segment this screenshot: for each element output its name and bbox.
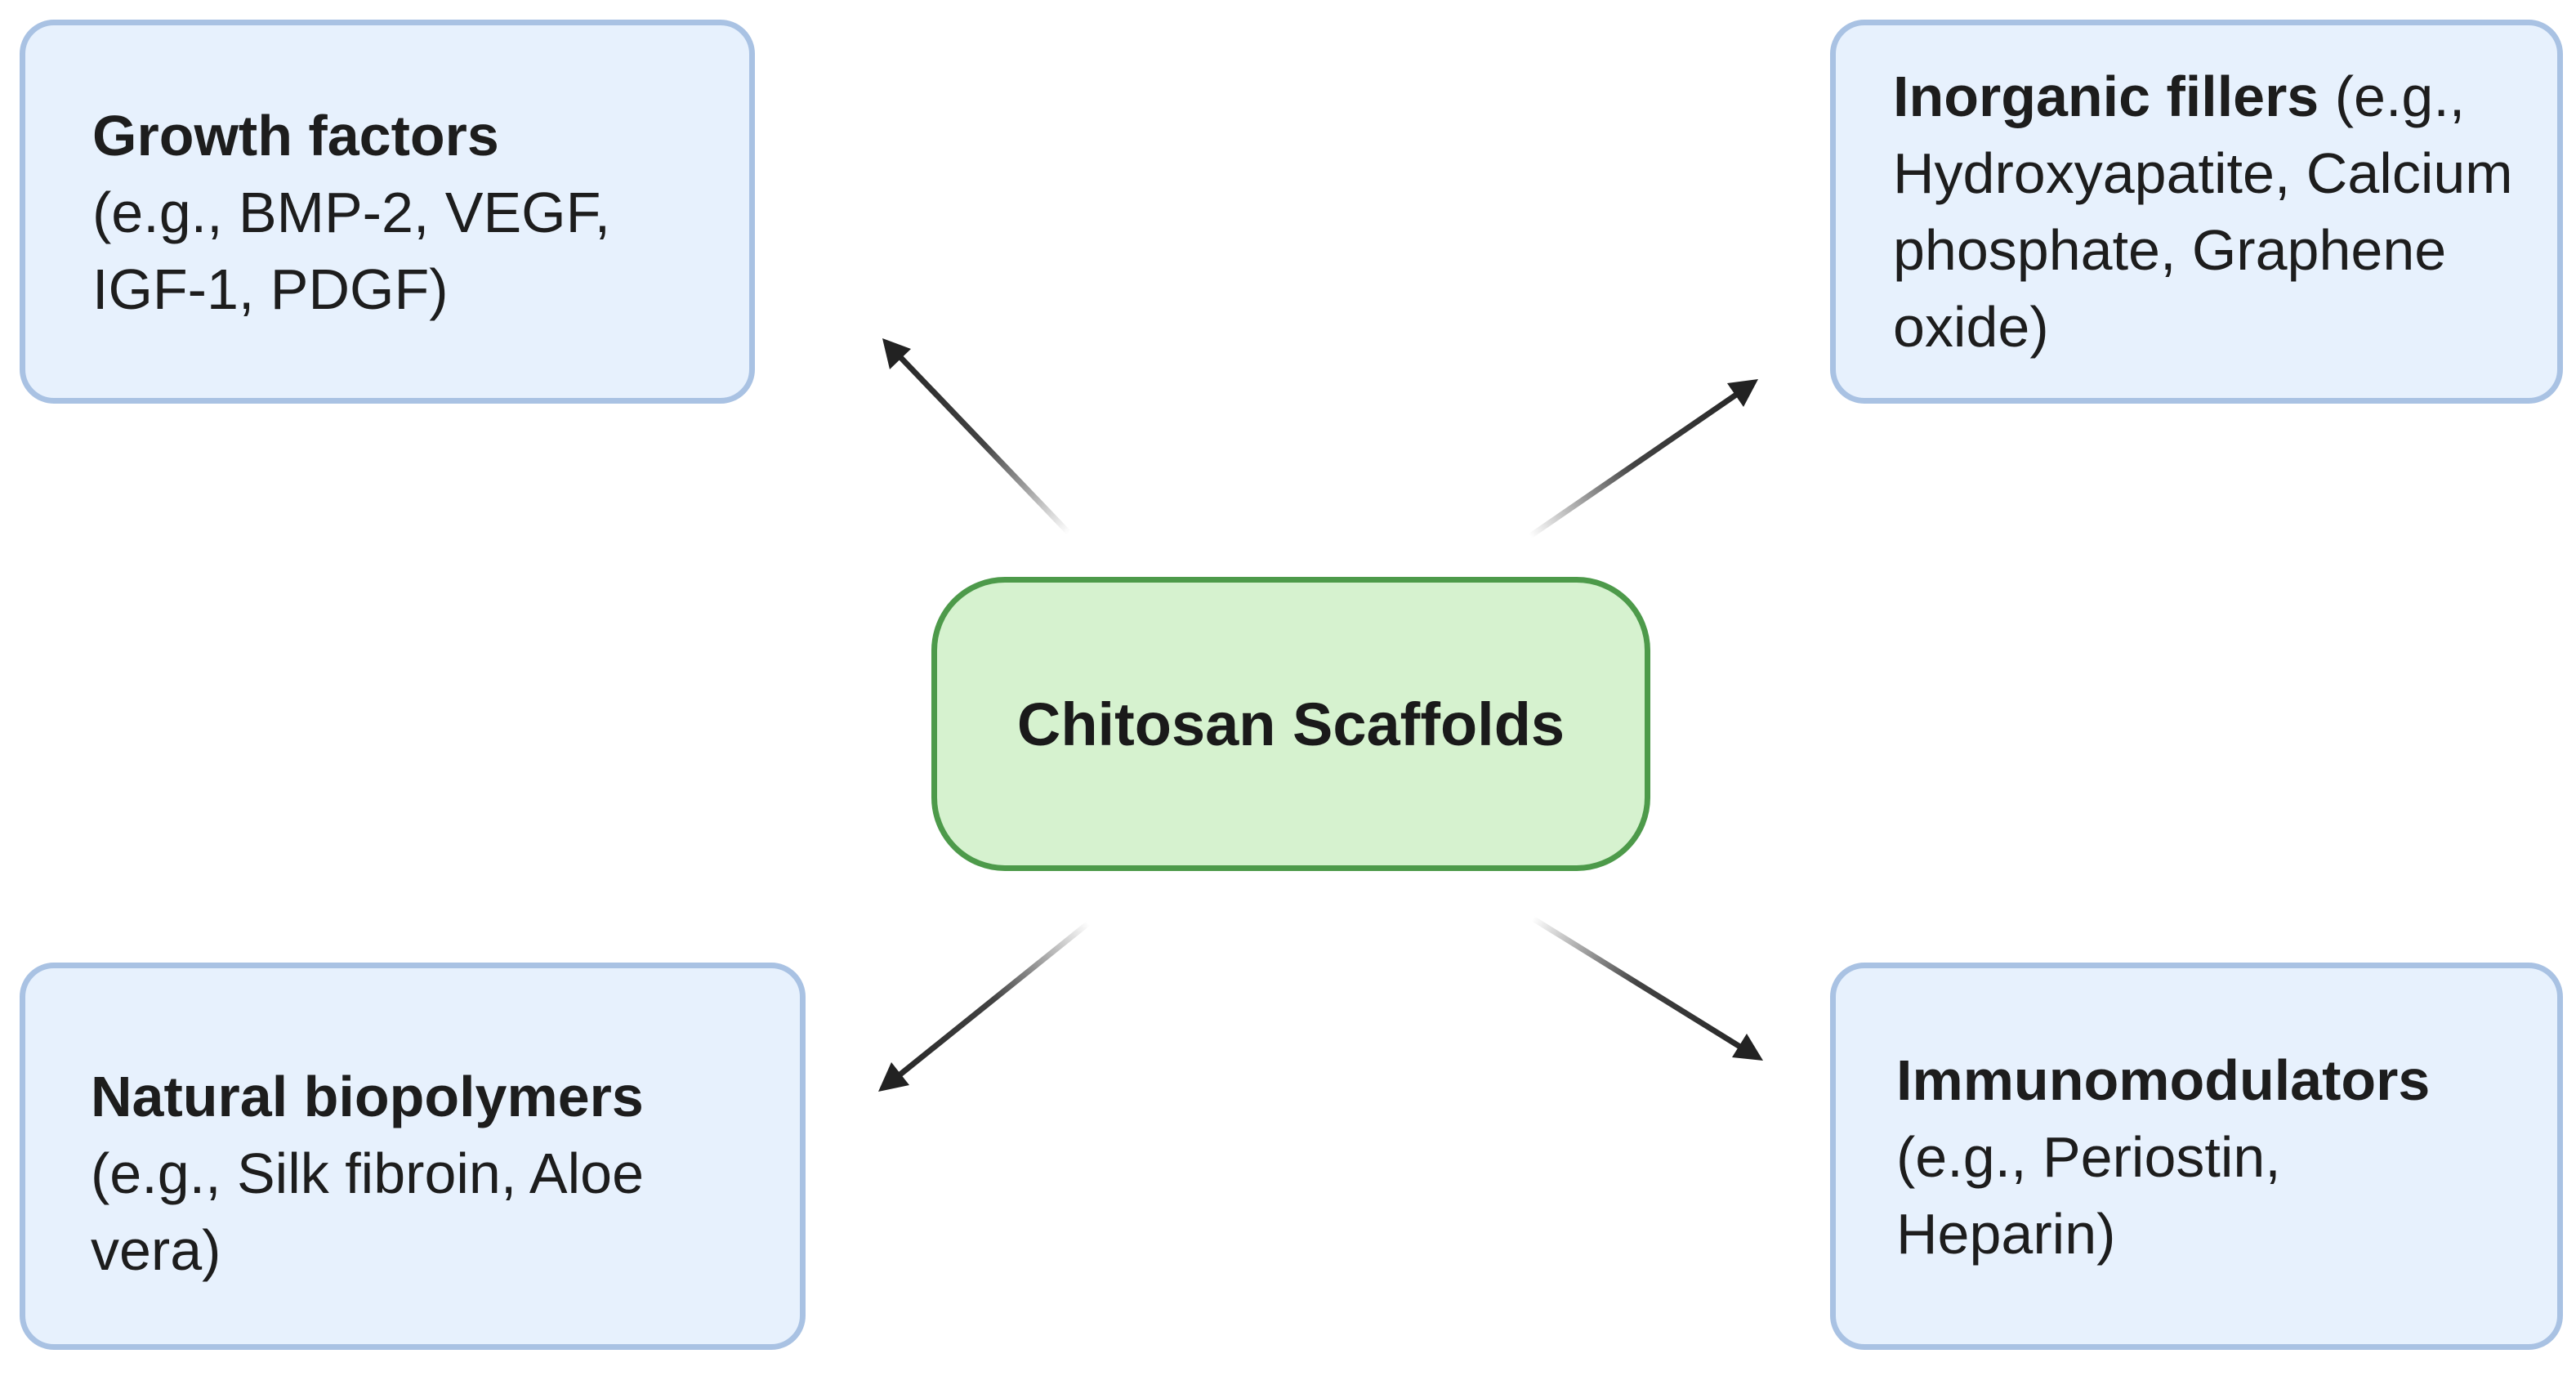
chitosan-scaffolds-node: Chitosan Scaffolds — [931, 577, 1650, 871]
inorganic-fillers-box: Inorganic fillers (e.g., Hydroxyapatite,… — [1830, 20, 2563, 404]
natural-biopolymers-title: Natural biopolymers — [91, 1065, 644, 1128]
arrow-to-growth-factors — [882, 338, 1072, 536]
natural-biopolymers-box: Natural biopolymers (e.g., Silk fibroin,… — [20, 963, 806, 1350]
immunomodulators-title: Immunomodulators — [1896, 1048, 2431, 1112]
arrow-to-natural-biopolymers — [878, 920, 1092, 1092]
immunomodulators-box: Immunomodulators (e.g., Periostin, Hepar… — [1830, 963, 2563, 1350]
natural-biopolymers-detail: (e.g., Silk fibroin, Aloe vera) — [91, 1141, 644, 1282]
inorganic-fillers-detail: (e.g., Hydroxyapatite, Calcium phosphate… — [1893, 65, 2513, 359]
growth-factors-detail: (e.g., BMP-2, VEGF, IGF-1, PDGF) — [92, 181, 611, 321]
arrow-to-inorganic-fillers — [1527, 379, 1758, 539]
inorganic-fillers-title: Inorganic fillers — [1893, 65, 2335, 128]
growth-factors-title: Growth factors — [92, 104, 499, 168]
growth-factors-box: Growth factors (e.g., BMP-2, VEGF, IGF-1… — [20, 20, 755, 404]
immunomodulators-detail: (e.g., Periostin, Heparin) — [1896, 1125, 2281, 1266]
arrow-to-immunomodulators — [1529, 915, 1763, 1061]
center-label: Chitosan Scaffolds — [1016, 690, 1565, 758]
